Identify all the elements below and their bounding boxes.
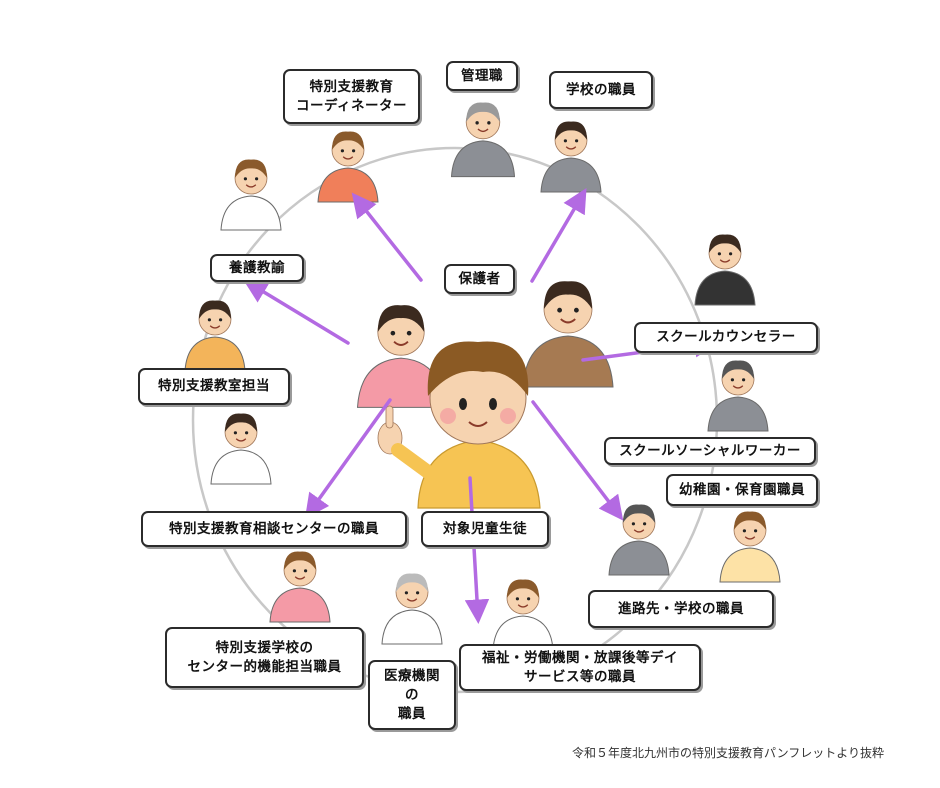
doctor-glasses-icon xyxy=(381,573,443,645)
doctor-coat-icon xyxy=(210,413,272,485)
label-coordinator: 特別支援教育 コーディネーター xyxy=(283,69,420,124)
label-school-staff: 学校の職員 xyxy=(549,71,653,109)
label-counselor: スクールカウンセラー xyxy=(634,322,818,353)
label-next-school: 進路先・学校の職員 xyxy=(588,590,774,628)
label-guardian: 保護者 xyxy=(444,264,515,294)
label-social-worker: スクールソーシャルワーカー xyxy=(604,437,816,465)
arrow-mother-to-coordinator xyxy=(351,192,423,282)
label-special-school: 特別支援学校の センター的機能担当職員 xyxy=(165,627,364,688)
nurse-teacher-icon xyxy=(220,159,282,231)
label-target-student: 対象児童生徒 xyxy=(421,511,549,547)
welfare-worker-icon xyxy=(492,579,554,651)
label-kindergarten: 幼稚園・保育園職員 xyxy=(666,474,818,506)
principal-man-icon xyxy=(450,102,516,178)
school-staff-group-icon xyxy=(540,121,602,193)
child-student-icon xyxy=(377,341,541,509)
arrow-mother-to-yogo xyxy=(243,279,350,345)
label-medical: 医療機関 の 職員 xyxy=(368,660,456,730)
arrow-father-to-school-staff xyxy=(530,187,587,283)
arrow-child-to-next-school xyxy=(531,400,624,521)
label-yogo: 養護教諭 xyxy=(210,254,304,282)
social-worker-icon xyxy=(707,360,769,432)
special-school-teacher-icon xyxy=(269,551,331,623)
mother-icon xyxy=(356,305,446,408)
arrow-child-to-welfare xyxy=(464,476,490,624)
teacher-woman-icon xyxy=(317,131,379,203)
kindergarten-teacher-icon xyxy=(719,511,781,583)
source-caption: 令和５年度北九州市の特別支援教育パンフレットより抜粋 xyxy=(571,746,884,760)
label-management: 管理職 xyxy=(446,61,518,91)
counselor-icon xyxy=(694,234,756,306)
special-class-teacher-icon xyxy=(184,300,246,372)
label-welfare: 福祉・労働機関・放課後等デイ サービス等の職員 xyxy=(459,644,701,691)
next-school-teacher-icon xyxy=(608,504,670,576)
label-special-class: 特別支援教室担当 xyxy=(138,368,290,405)
father-icon xyxy=(522,281,614,388)
label-consult-center: 特別支援教育相談センターの職員 xyxy=(141,511,407,547)
arrow-mother-to-consult-center xyxy=(304,398,392,519)
